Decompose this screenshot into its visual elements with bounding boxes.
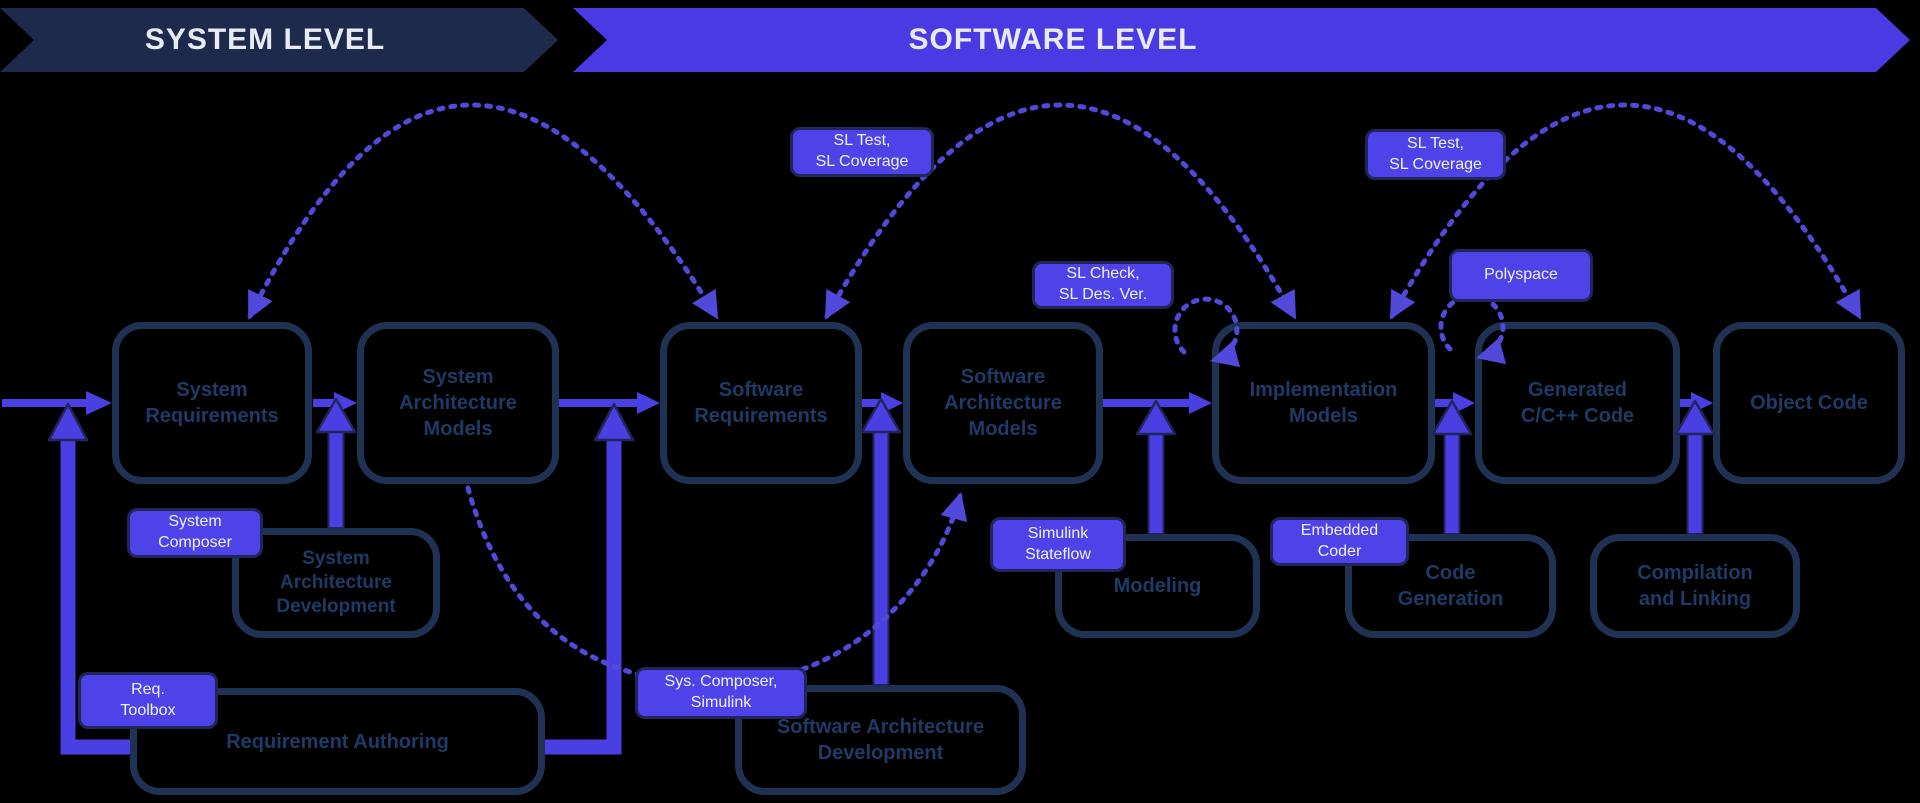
system-requirements-box: System Requirements: [112, 322, 312, 484]
up-arrow-compilation-linking: [1674, 399, 1716, 535]
flow-arrow-swarch-impl: [1103, 392, 1212, 414]
verification-arc-swreq-impl: [824, 102, 1297, 320]
flow-arrow-sysarch-swreq: [559, 392, 660, 414]
up-arrow-code-generation: [1431, 399, 1473, 535]
embedded-coder-badge: Embedded Coder: [1270, 517, 1409, 566]
up-arrow-modeling: [1135, 399, 1177, 535]
req-toolbox-badge: Req. Toolbox: [78, 672, 218, 729]
verification-arc-impl-objcode: [1389, 102, 1862, 320]
software-requirements-box: Software Requirements: [660, 322, 862, 484]
self-loop-polyspace: [1438, 293, 1507, 365]
self-loop-sl-check: [1172, 296, 1241, 368]
sys-composer-simulink-badge: Sys. Composer, Simulink: [635, 667, 807, 719]
sl-check-des-ver-badge: SL Check, SL Des. Ver.: [1032, 261, 1174, 309]
software-level-banner: SOFTWARE LEVEL: [573, 8, 1910, 72]
code-generation-box: Code Generation: [1345, 534, 1556, 638]
system-architecture-development-box: System Architecture Development: [232, 528, 440, 638]
up-arrow-software-architecture-development: [860, 397, 902, 686]
sl-test-coverage-badge-right: SL Test, SL Coverage: [1365, 129, 1506, 180]
software-level-label: SOFTWARE LEVEL: [908, 23, 1198, 56]
generated-code-box: Generated C/C++ Code: [1475, 322, 1680, 484]
sl-test-coverage-badge-left: SL Test, SL Coverage: [790, 127, 934, 177]
system-architecture-models-box: System Architecture Models: [357, 322, 559, 484]
polyspace-badge: Polyspace: [1449, 249, 1593, 302]
modeling-box: Modeling: [1055, 534, 1260, 638]
software-architecture-development-box: Software Architecture Development: [735, 685, 1026, 795]
simulink-stateflow-badge: Simulink Stateflow: [990, 517, 1126, 572]
feedback-arrow-reqauth-to-software-requirements: [545, 402, 635, 755]
object-code-box: Object Code: [1713, 322, 1905, 484]
flow-arrow-entry: [2, 391, 112, 415]
requirement-authoring-box: Requirement Authoring: [130, 688, 545, 795]
system-level-banner: SYSTEM LEVEL: [0, 8, 558, 72]
software-architecture-models-box: Software Architecture Models: [903, 322, 1103, 484]
verification-arc-sysreq-swreq: [247, 102, 719, 320]
compilation-linking-box: Compilation and Linking: [1590, 534, 1800, 638]
dashed-curve-architecture-refinement: [465, 485, 968, 687]
up-arrow-system-architecture-development: [315, 397, 357, 529]
implementation-models-box: Implementation Models: [1212, 322, 1435, 484]
system-composer-badge: System Composer: [127, 508, 263, 558]
feedback-arrow-reqauth-to-system-requirements: [47, 402, 130, 755]
system-level-label: SYSTEM LEVEL: [144, 23, 386, 56]
